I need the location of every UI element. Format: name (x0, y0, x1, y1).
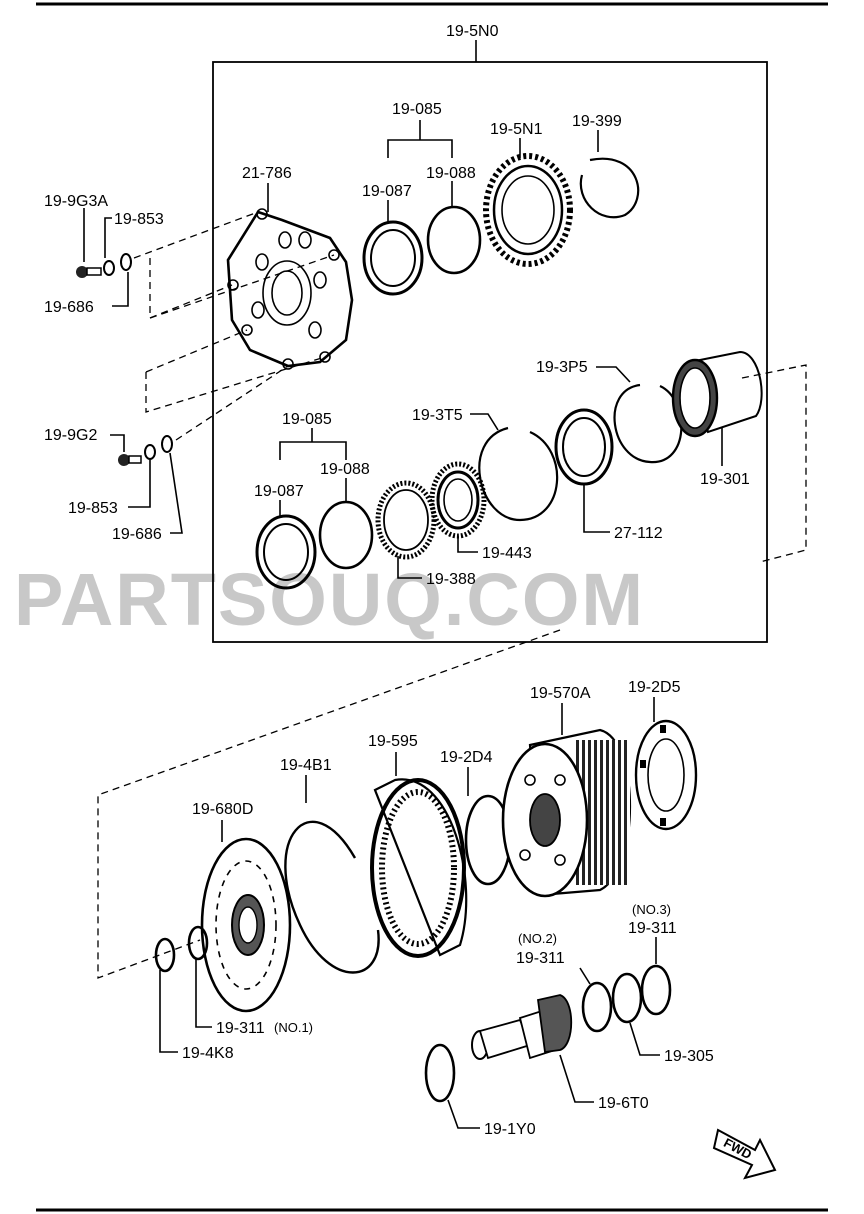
label-19-3t5: 19-3T5 (412, 407, 463, 424)
friction-ring-388 (375, 480, 437, 560)
label-19-570a: 19-570A (530, 685, 591, 702)
label-19-5n0: 19-5N0 (446, 23, 499, 40)
label-19-3p5: 19-3P5 (536, 359, 588, 376)
label-19-443: 19-443 (482, 545, 532, 562)
label-19-9g3a: 19-9G3A (44, 193, 108, 210)
label-19-595: 19-595 (368, 733, 418, 750)
label-no2: (NO.2) (518, 931, 557, 946)
label-19-6t0: 19-6T0 (598, 1095, 649, 1112)
label-19-9g2: 19-9G2 (44, 427, 97, 444)
washer-4k8 (154, 937, 176, 973)
label-19-2d4: 19-2D4 (440, 749, 493, 766)
label-19-088-upper: 19-088 (426, 165, 476, 182)
label-19-4k8: 19-4K8 (182, 1045, 234, 1062)
label-19-305: 19-305 (664, 1048, 714, 1065)
clutch-hub-680d (200, 837, 292, 1013)
label-19-311-no1: 19-311 (216, 1020, 265, 1037)
watermark-text: PARTSOUQ.COM (14, 558, 645, 641)
washer-311-no1 (187, 925, 209, 961)
washer-311-no3 (640, 964, 672, 1016)
washer-686-upper (120, 253, 132, 271)
snap-ring-3p5 (613, 383, 683, 464)
washer-1y0 (424, 1043, 456, 1103)
label-19-4b1: 19-4B1 (280, 757, 332, 774)
label-19-5n1: 19-5N1 (490, 121, 543, 138)
assembly-box (212, 61, 768, 643)
washer-305 (611, 972, 643, 1024)
label-19-1y0: 19-1Y0 (484, 1121, 536, 1138)
washer-686-lower (161, 435, 173, 453)
label-19-088-lower: 19-088 (320, 461, 370, 478)
washer-311-no2 (581, 981, 613, 1033)
label-19-087-lower: 19-087 (254, 483, 304, 500)
planetary-carrier-570a (501, 728, 631, 898)
snap-ring-3t5 (478, 426, 559, 522)
label-19-853-lower: 19-853 (68, 500, 118, 517)
seal-ring-087-lower (255, 514, 317, 590)
ring-443 (429, 461, 487, 539)
snap-ring-399 (579, 157, 640, 219)
label-19-311-no2: 19-311 (516, 950, 565, 967)
label-19-085-upper: 19-085 (392, 101, 442, 118)
gear-ring-5n1 (483, 153, 573, 267)
seal-ring-087-upper (362, 220, 424, 296)
shaft-6t0 (471, 994, 573, 1060)
label-19-853-upper: 19-853 (114, 211, 164, 228)
ring-gear-595 (370, 778, 468, 958)
plate-2d5 (634, 719, 698, 831)
label-no1: (NO.1) (274, 1020, 313, 1035)
label-19-388: 19-388 (426, 571, 476, 588)
label-19-680d: 19-680D (192, 801, 253, 818)
clutch-plate-part (226, 208, 354, 370)
drum-301 (671, 350, 763, 438)
label-19-311-no3: 19-311 (628, 920, 677, 937)
label-19-301: 19-301 (700, 471, 750, 488)
label-19-399: 19-399 (572, 113, 622, 130)
label-19-686-upper: 19-686 (44, 299, 94, 316)
bolt-9g2 (118, 454, 142, 466)
ring-27-112 (554, 408, 614, 486)
bolt-9g3a (76, 266, 102, 278)
washer-853-upper (103, 260, 115, 276)
label-19-686-lower: 19-686 (112, 526, 162, 543)
snap-ring-4b1 (284, 820, 380, 974)
fwd-arrow-icon: FWD (712, 1128, 777, 1180)
label-19-087-upper: 19-087 (362, 183, 412, 200)
label-no3: (NO.3) (632, 902, 671, 917)
label-27-112: 27-112 (614, 525, 663, 542)
label-19-085-lower: 19-085 (282, 411, 332, 428)
seal-ring-088-upper (426, 205, 482, 275)
washer-853-lower (144, 444, 156, 460)
label-21-786: 21-786 (242, 165, 292, 182)
label-19-2d5: 19-2D5 (628, 679, 681, 696)
